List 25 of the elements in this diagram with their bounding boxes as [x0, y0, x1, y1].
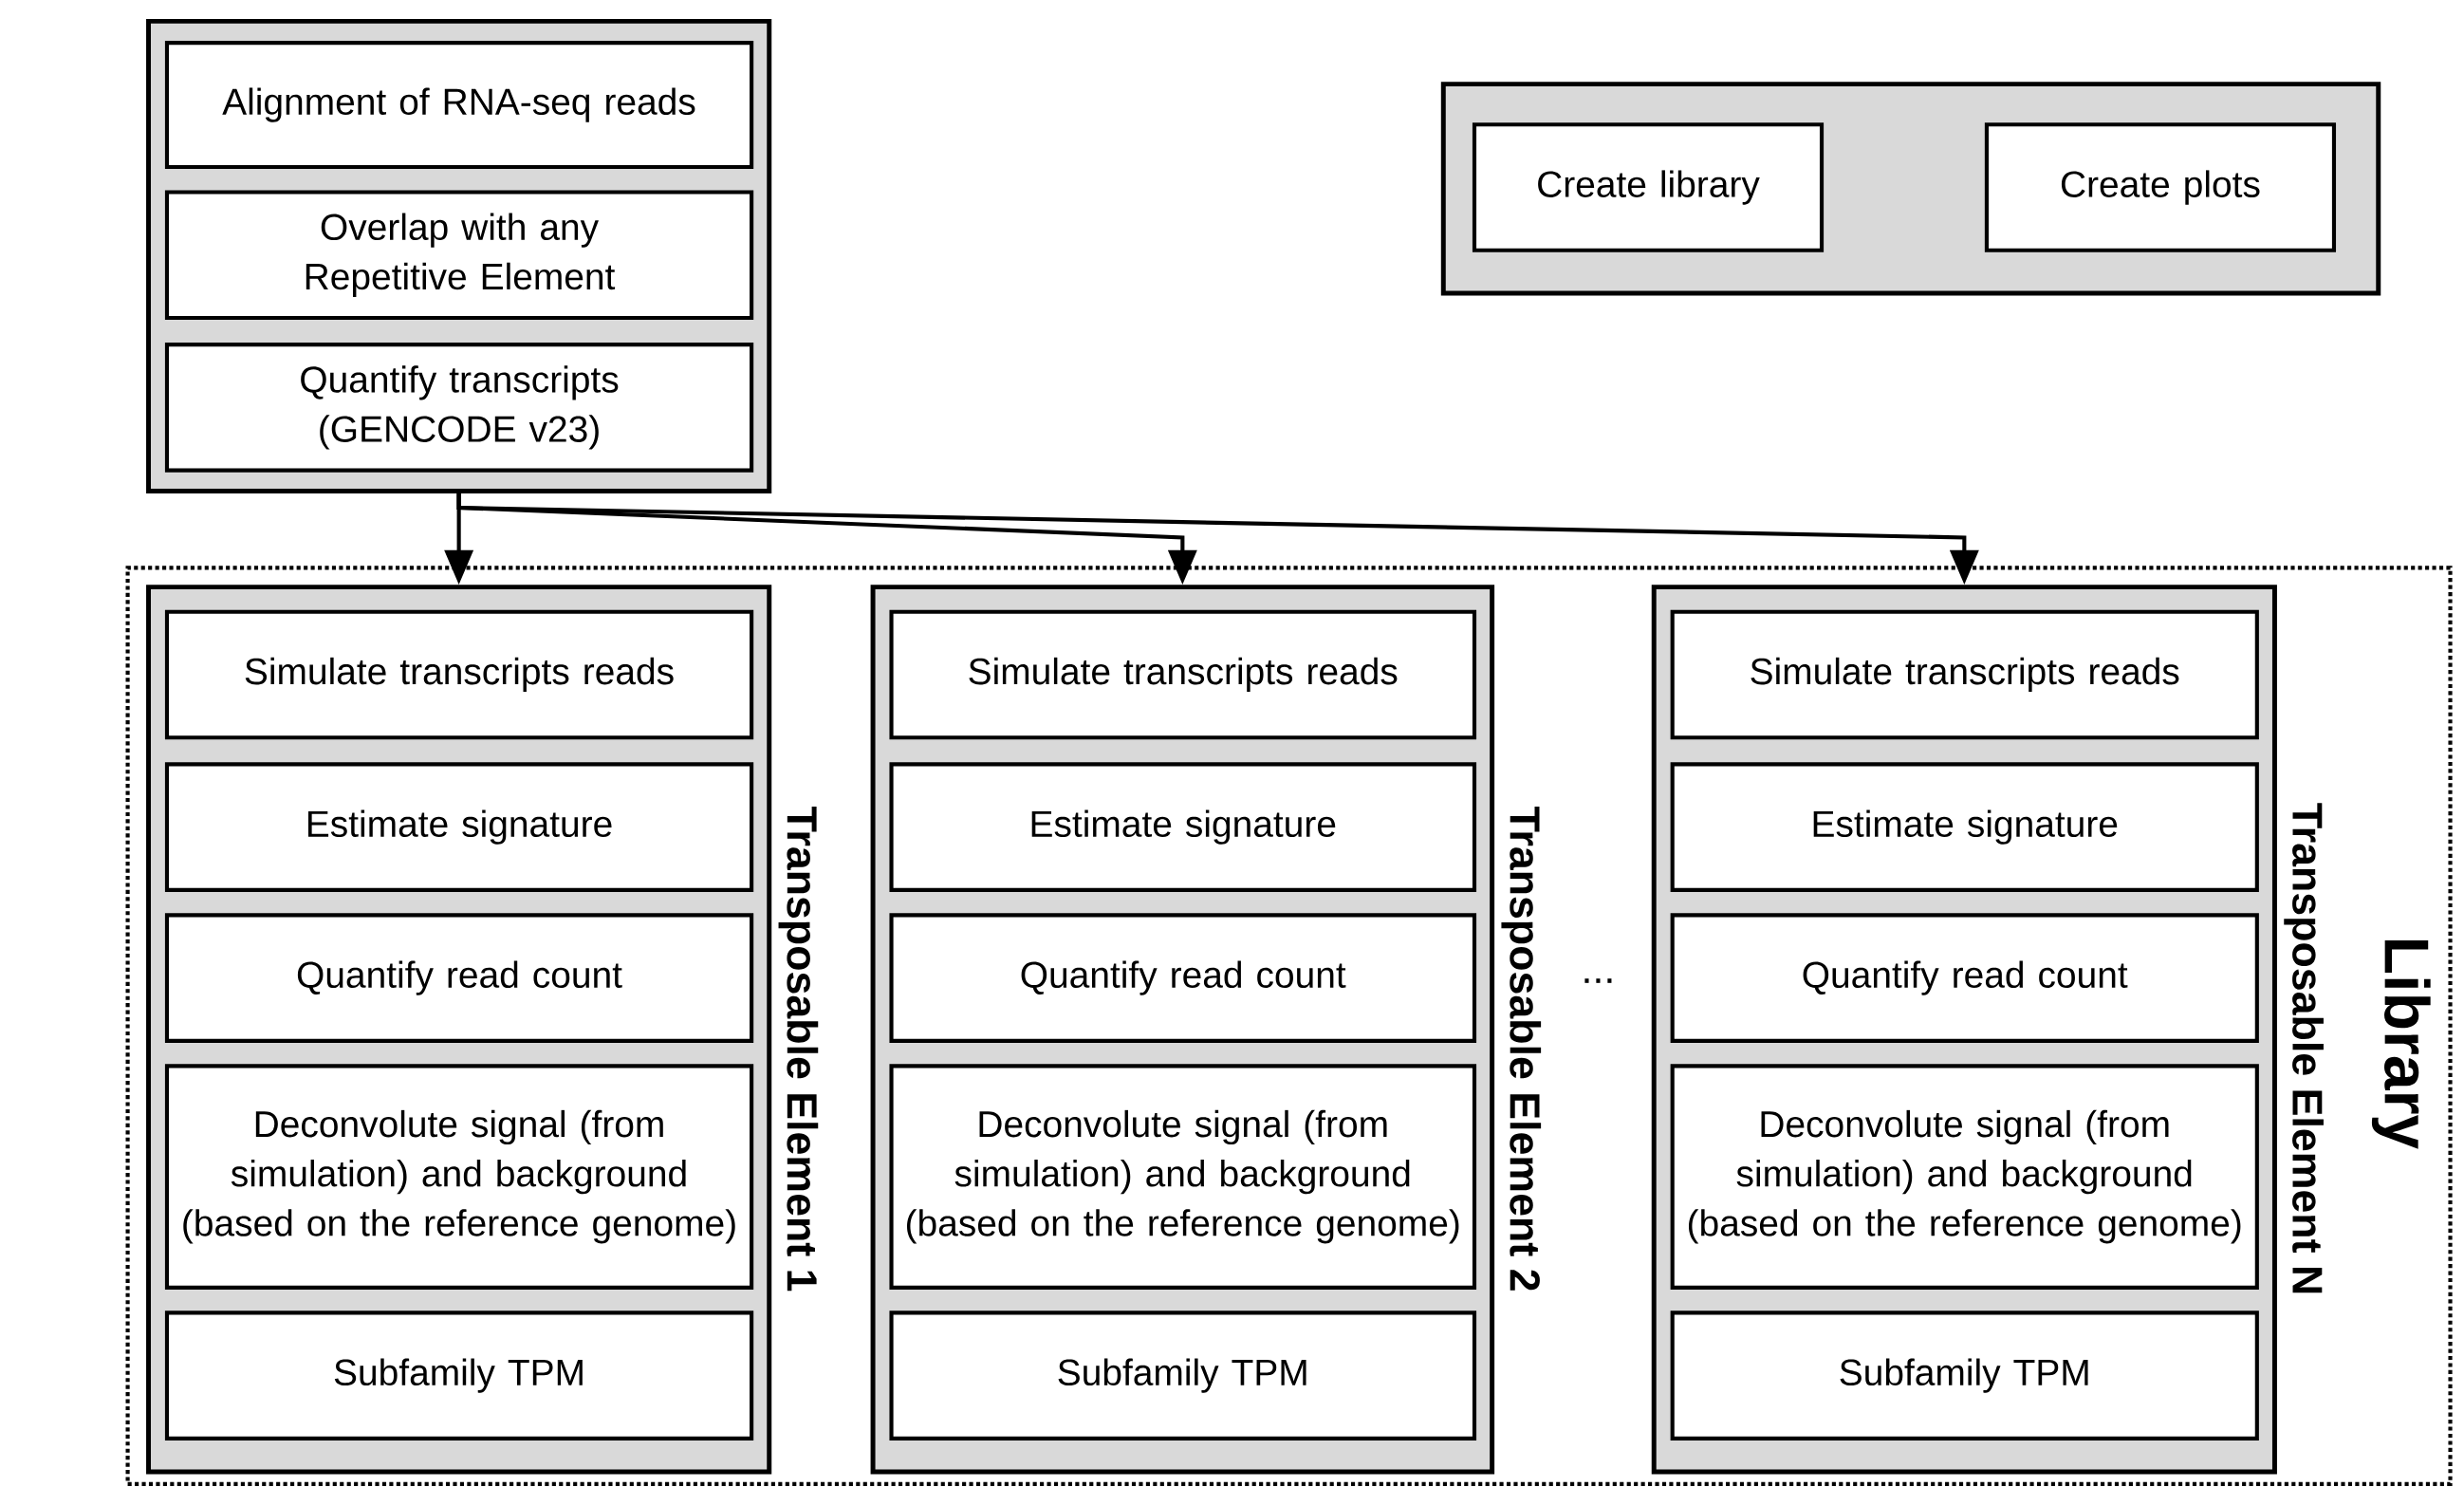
process-box: Estimate signature	[889, 762, 1477, 893]
process-box: Estimate signature	[164, 762, 754, 893]
process-box: Quantify read count	[1670, 913, 2259, 1044]
ellipsis-label: ...	[1584, 978, 1612, 983]
process-box: Create library	[1472, 122, 1825, 252]
process-box: Alignment of RNA-seq reads	[164, 41, 754, 170]
process-box: Subfamily TPM	[164, 1310, 754, 1441]
process-box: Deconvolute signal (from simulation) and background (based on the reference genome)	[889, 1064, 1477, 1291]
vertical-heading: Transposable Element N	[2284, 803, 2324, 1293]
process-box: Create plots	[1984, 122, 2337, 252]
process-box: Subfamily TPM	[1670, 1310, 2259, 1441]
process-box: Quantify read count	[164, 913, 754, 1044]
process-box: Quantify read count	[889, 913, 1477, 1044]
process-box: Simulate transcripts reads	[889, 609, 1477, 740]
process-box: Deconvolute signal (from simulation) and background (based on the reference genome)	[1670, 1064, 2259, 1291]
vertical-heading: Transposable Element 2	[1501, 807, 1542, 1291]
process-box: Deconvolute signal (from simulation) and background (based on the reference genome)	[164, 1064, 754, 1291]
vertical-heading: Library	[2371, 940, 2431, 1149]
process-box: Subfamily TPM	[889, 1310, 1477, 1441]
process-box: Simulate transcripts reads	[164, 609, 754, 740]
process-box: Simulate transcripts reads	[1670, 609, 2259, 740]
process-box: Overlap with any Repetitive Element	[164, 190, 754, 321]
vertical-heading: Transposable Element 1	[778, 807, 819, 1292]
process-box: Estimate signature	[1670, 762, 2259, 893]
process-box: Quantify transcripts (GENCODE v23)	[164, 343, 754, 473]
